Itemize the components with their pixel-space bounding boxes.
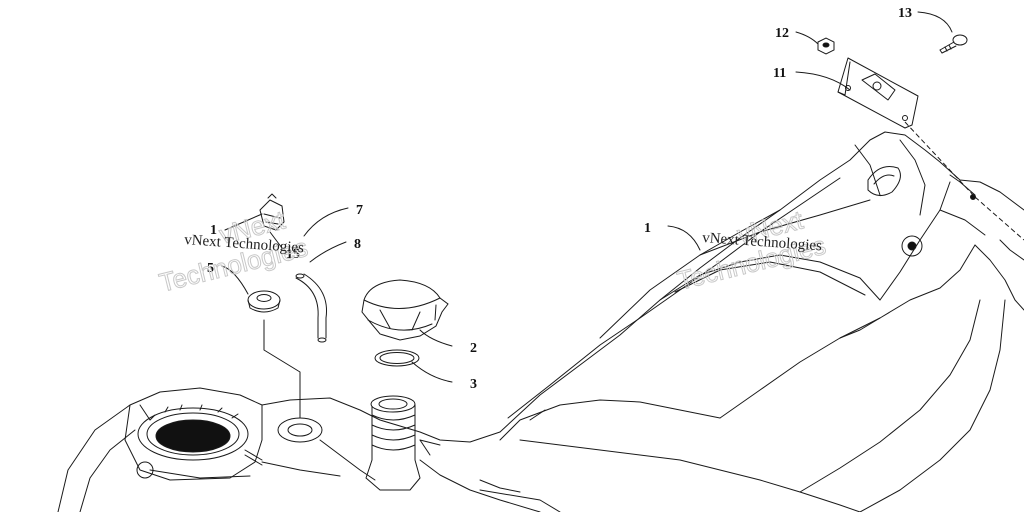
fuel-neck: [365, 395, 441, 491]
tank-filler-opening: [137, 404, 249, 461]
callout-8-clamp: 8: [354, 237, 361, 252]
callout-15-vent-valve: 15: [286, 247, 300, 262]
gas-cap: [361, 279, 449, 341]
assembly-line-seat-edge: [974, 196, 1024, 241]
callout-leaders: [221, 11, 953, 419]
callout-5-grommet: 5: [207, 261, 214, 276]
callout-3-o-ring: 3: [470, 377, 477, 392]
seat-bracket: [837, 57, 919, 129]
tank-port: [277, 417, 323, 443]
seat: [479, 131, 1024, 512]
callout-1-tank: 1: [210, 223, 217, 238]
assembly-line-bracket: [904, 121, 976, 198]
callout-7-vent-hose: 7: [356, 203, 363, 218]
grommet: [247, 290, 281, 313]
vent-valve: [259, 193, 285, 231]
o-ring: [374, 349, 420, 367]
vent-hose: [295, 273, 328, 343]
callout-13-bolt: 13: [898, 6, 912, 21]
fuel-tank: [57, 387, 541, 512]
callout-2-gas-cap: 2: [470, 341, 477, 356]
watermark-left: vNext Technologies vNext Technologies: [156, 204, 312, 298]
nut: [817, 37, 835, 55]
callout-11-bracket: 11: [773, 66, 786, 81]
callout-12-nut: 12: [775, 26, 789, 41]
watermark-right: vNext Technologies vNext Technologies: [674, 204, 830, 296]
bolt: [939, 34, 968, 54]
callout-1-seat: 1: [644, 221, 651, 236]
